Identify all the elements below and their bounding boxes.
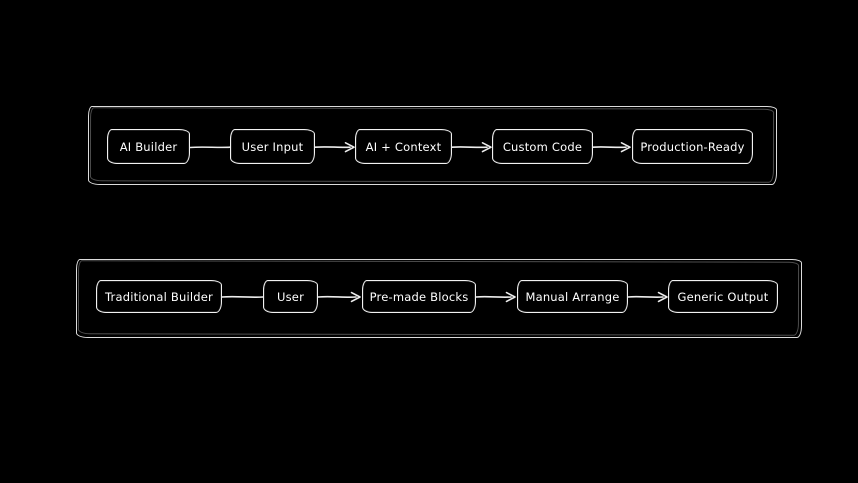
- node-label: AI Builder: [119, 139, 178, 154]
- frame-ai-builder-flow: [88, 106, 777, 185]
- node-label: User: [276, 289, 304, 304]
- node-label: Production-Ready: [640, 139, 745, 154]
- node-label: Manual Arrange: [525, 289, 620, 304]
- node-ai-builder: AI Builder: [107, 129, 190, 164]
- node-label: AI + Context: [365, 139, 442, 154]
- node-label: Generic Output: [677, 289, 769, 304]
- node-label: Traditional Builder: [104, 289, 213, 304]
- node-generic-output: Generic Output: [668, 280, 778, 313]
- node-label: Pre-made Blocks: [369, 289, 469, 304]
- node-traditional-builder: Traditional Builder: [96, 280, 222, 313]
- node-user: User: [263, 280, 318, 313]
- frame-traditional-builder-flow: [76, 259, 802, 338]
- node-label: User Input: [241, 139, 304, 154]
- node-user-input: User Input: [230, 129, 315, 164]
- node-custom-code: Custom Code: [492, 129, 593, 164]
- node-pre-made-blocks: Pre-made Blocks: [362, 280, 476, 313]
- node-manual-arrange: Manual Arrange: [517, 280, 628, 313]
- node-label: Custom Code: [502, 139, 583, 154]
- node-production-ready: Production-Ready: [632, 129, 753, 164]
- node-ai-context: AI + Context: [355, 129, 452, 164]
